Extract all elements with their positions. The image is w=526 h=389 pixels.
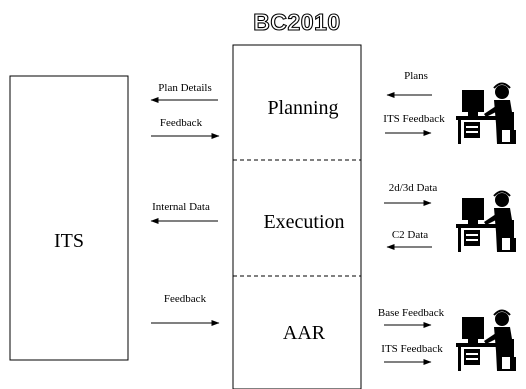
label-its-feedback-planning: ITS Feedback xyxy=(383,113,445,125)
operator-at-computer-icon xyxy=(455,190,517,253)
label-c2-data: C2 Data xyxy=(392,229,428,241)
operator-at-computer-icon xyxy=(455,309,517,372)
its-box xyxy=(9,75,129,361)
bc2010-column xyxy=(232,44,362,389)
label-feedback-planning: Feedback xyxy=(160,117,203,129)
label-2d3d-data: 2d/3d Data xyxy=(389,182,438,194)
its-label: ITS xyxy=(54,230,84,252)
label-base-feedback: Base Feedback xyxy=(378,307,445,319)
label-plans: Plans xyxy=(404,70,428,82)
label-plan-details: Plan Details xyxy=(158,82,211,94)
phase-execution: Execution xyxy=(263,211,344,233)
phase-aar: AAR xyxy=(283,322,326,344)
diagram-title: BC2010 xyxy=(253,9,340,35)
label-its-feedback-aar: ITS Feedback xyxy=(381,343,443,355)
label-feedback-aar: Feedback xyxy=(164,293,207,305)
phase-planning: Planning xyxy=(267,97,338,119)
label-internal-data: Internal Data xyxy=(152,201,210,213)
operator-at-computer-icon xyxy=(455,82,517,145)
